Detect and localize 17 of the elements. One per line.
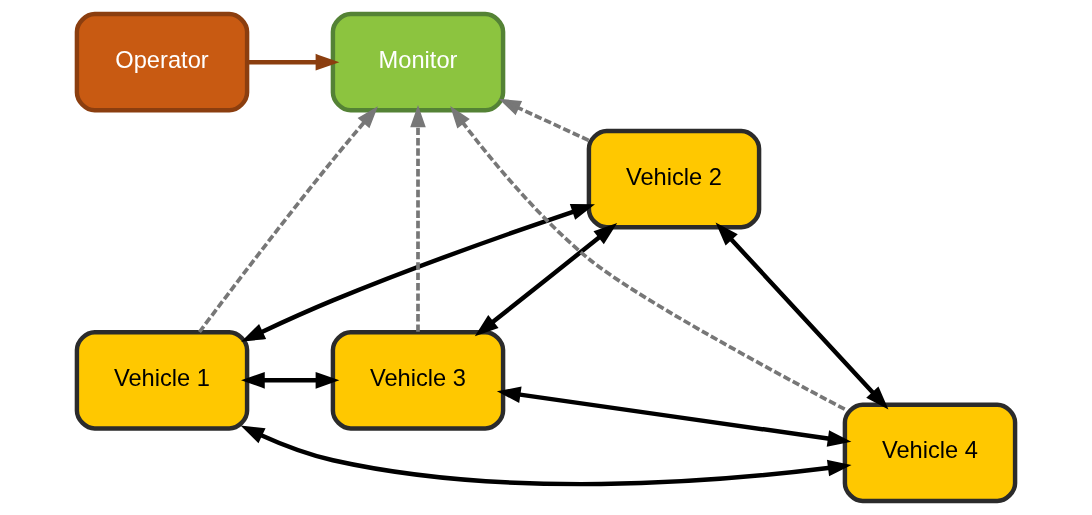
arrow xyxy=(247,53,340,71)
node-box: Vehicle 2 xyxy=(586,128,762,230)
arrow xyxy=(410,105,426,332)
arrow xyxy=(715,222,889,410)
node-box: Vehicle 4 xyxy=(842,402,1018,504)
node-box: Vehicle 3 xyxy=(330,330,506,431)
arrow xyxy=(197,106,378,334)
arrow xyxy=(496,386,852,447)
arrow xyxy=(240,425,852,487)
node-box: Monitor xyxy=(330,11,506,113)
node-box: Operator xyxy=(74,11,250,113)
arrow xyxy=(241,204,595,342)
arrow xyxy=(498,98,590,142)
arrow xyxy=(450,105,846,411)
arrow xyxy=(241,372,340,389)
arrow xyxy=(474,223,618,337)
node-box: Vehicle 1 xyxy=(74,330,250,431)
